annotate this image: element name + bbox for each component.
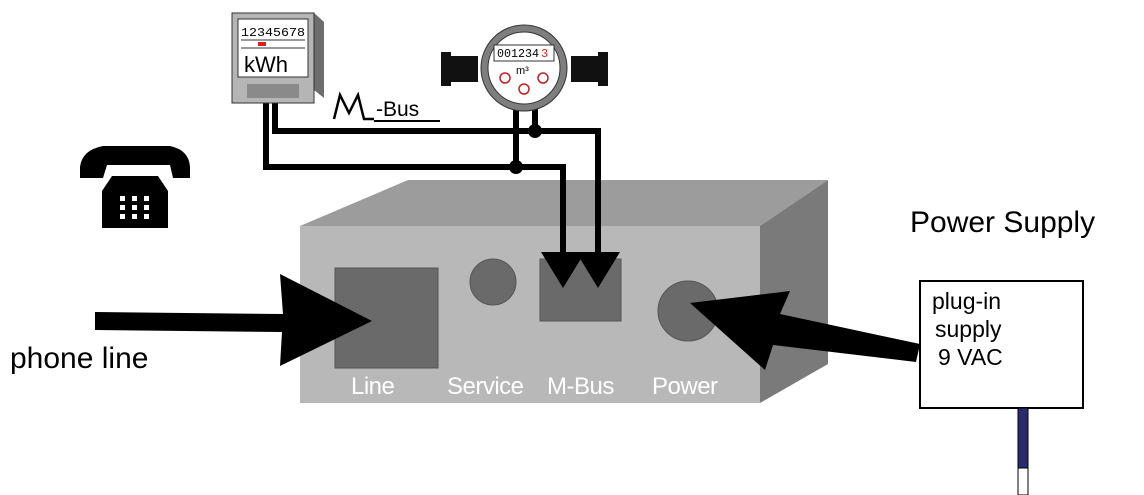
mbus-label-text: -Bus bbox=[376, 98, 419, 121]
electric-meter-unit: kWh bbox=[244, 52, 288, 77]
wire-junction bbox=[509, 160, 523, 174]
power-supply-label: Power Supply bbox=[910, 206, 1095, 239]
power-cable bbox=[1017, 407, 1029, 495]
phone-line-label: phone line bbox=[10, 342, 148, 375]
water-meter-icon: 001234 3 m³ bbox=[441, 24, 608, 112]
water-meter-reading: 001234 bbox=[497, 47, 539, 61]
supply-label-line1: plug-in bbox=[932, 288, 1001, 314]
supply-label-line3: 9 VAC bbox=[938, 344, 1003, 370]
plug-in-supply-box bbox=[919, 280, 1084, 409]
phone-line-arrow bbox=[95, 274, 372, 366]
water-meter-unit: m³ bbox=[516, 65, 529, 77]
port-label-line: Line bbox=[351, 373, 395, 400]
mbus-arrow-left bbox=[541, 252, 585, 288]
telephone-icon bbox=[80, 146, 190, 228]
service-port bbox=[469, 258, 517, 306]
mbus-arrow-right bbox=[576, 252, 620, 288]
supply-label-line2: supply bbox=[935, 316, 1002, 342]
electric-meter-reading: 12345678 bbox=[241, 26, 305, 40]
port-label-service: Service bbox=[447, 373, 524, 400]
wire-junction bbox=[528, 124, 542, 138]
port-label-power: Power bbox=[652, 373, 718, 400]
power-arrow bbox=[690, 291, 920, 370]
water-meter-reading-red: 3 bbox=[541, 47, 548, 61]
port-label-mbus: M-Bus bbox=[547, 373, 614, 400]
electric-meter-icon: 12345678 kWh bbox=[231, 12, 324, 104]
mbus-label: -Bus bbox=[332, 91, 440, 122]
